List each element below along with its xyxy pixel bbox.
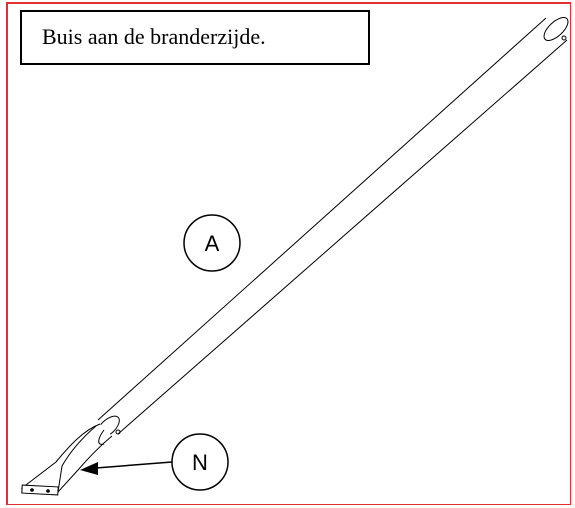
strap-twist-line [57, 425, 97, 493]
strap-hole-1 [30, 488, 34, 492]
tube-upper-edge [97, 17, 547, 421]
tube-bottom-hole [115, 429, 121, 435]
callout-n-arrowhead [80, 462, 98, 475]
callout-a-label: A [205, 231, 220, 256]
callout-n-leader [95, 461, 173, 469]
callout-n-label: N [192, 450, 208, 475]
strap-hole-2 [46, 489, 50, 493]
drawing-frame [6, 2, 571, 505]
tube-lower-edge [117, 39, 568, 435]
strap-inner-fold [98, 429, 105, 445]
tube-top-hole [561, 35, 567, 41]
title-box: Buis aan de branderzijde. [20, 10, 370, 65]
strap-plate [21, 484, 59, 496]
callout-a-circle [183, 214, 241, 272]
drawing-title: Buis aan de branderzijde. [42, 24, 266, 49]
tube-top-end [543, 17, 569, 41]
